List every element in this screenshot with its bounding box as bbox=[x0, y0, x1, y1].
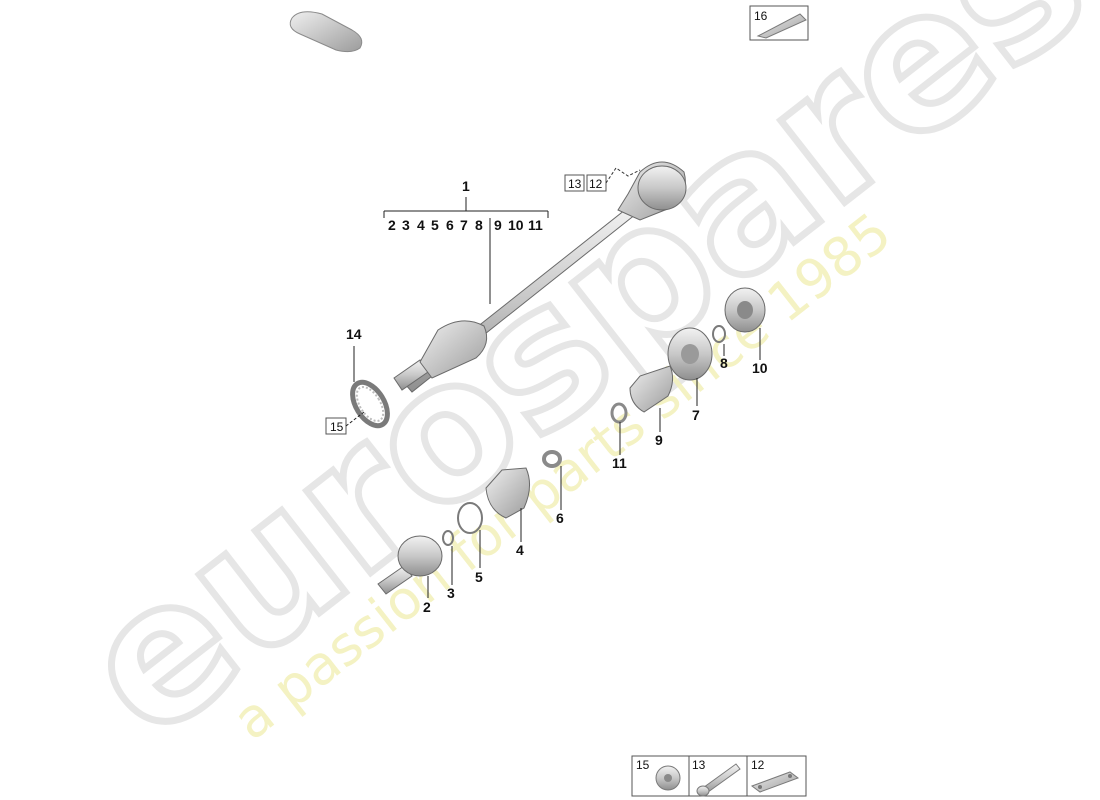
legend-strip: 15 13 12 bbox=[631, 755, 807, 797]
bracket-sub-3: 3 bbox=[402, 217, 410, 233]
part-5-clamp[interactable]: 5 bbox=[457, 502, 483, 585]
bracket-sub-7: 7 bbox=[460, 217, 468, 233]
legend-12-label: 12 bbox=[751, 758, 765, 772]
box-16-label: 16 bbox=[754, 9, 768, 23]
box-15-label: 15 bbox=[330, 420, 344, 434]
label-2: 2 bbox=[423, 599, 431, 615]
label-3: 3 bbox=[447, 585, 455, 601]
legend-item-15[interactable]: 15 bbox=[636, 758, 681, 791]
label-11: 11 bbox=[612, 455, 627, 471]
part-16-image bbox=[756, 13, 807, 39]
box-13-label: 13 bbox=[568, 177, 582, 191]
label-9: 9 bbox=[655, 432, 663, 448]
part-14-ring[interactable]: 14 15 bbox=[325, 326, 395, 435]
label-6: 6 bbox=[556, 510, 564, 526]
label-14: 14 bbox=[346, 326, 362, 342]
watermark-brand: eurospares bbox=[42, 0, 1100, 780]
label-10: 10 bbox=[752, 360, 768, 376]
part-16-box[interactable]: 16 bbox=[749, 5, 809, 41]
legend-item-13[interactable]: 13 bbox=[692, 758, 741, 797]
bracket-sub-11: 11 bbox=[528, 217, 543, 233]
part-3-circlip[interactable]: 3 bbox=[442, 530, 455, 601]
label-5: 5 bbox=[475, 569, 483, 585]
legend-item-12[interactable]: 12 bbox=[750, 758, 800, 793]
bracket-sub-6: 6 bbox=[446, 217, 454, 233]
bracket-sub-8: 8 bbox=[475, 217, 483, 233]
car-silhouette-icon bbox=[289, 11, 363, 53]
part-10-flange[interactable]: 10 bbox=[724, 287, 768, 376]
bracket-sub-9: 9 bbox=[494, 217, 502, 233]
part-4-boot[interactable]: 4 bbox=[485, 467, 530, 558]
label-7: 7 bbox=[692, 407, 700, 423]
legend-13-label: 13 bbox=[692, 758, 706, 772]
part-9-boot[interactable]: 9 bbox=[629, 365, 674, 448]
bracket-sub-2: 2 bbox=[388, 217, 396, 233]
label-4: 4 bbox=[516, 542, 524, 558]
drive-shaft-assembly[interactable] bbox=[393, 161, 687, 393]
part-11-clamp[interactable]: 11 bbox=[610, 402, 628, 471]
part-6-clamp[interactable]: 6 bbox=[542, 450, 564, 526]
bracket-sub-5: 5 bbox=[431, 217, 439, 233]
assembly-bracket: 1 2 3 4 5 6 7 8 9 10 11 bbox=[383, 178, 549, 304]
label-1: 1 bbox=[462, 178, 470, 194]
watermark: eurospares a passion for parts since 198… bbox=[38, 0, 1100, 784]
label-8: 8 bbox=[720, 355, 728, 371]
part-8-circlip[interactable]: 8 bbox=[712, 325, 728, 371]
part-2-outer-joint[interactable]: 2 bbox=[377, 535, 443, 615]
legend-15-label: 15 bbox=[636, 758, 650, 772]
bracket-plate-icon bbox=[750, 771, 800, 793]
bracket-sub-10: 10 bbox=[508, 217, 524, 233]
part-7-joint[interactable]: 7 bbox=[667, 327, 713, 423]
box-12-label: 12 bbox=[589, 177, 603, 191]
ref-boxes-13-12: 13 12 bbox=[564, 167, 641, 192]
bracket-sub-4: 4 bbox=[417, 217, 425, 233]
